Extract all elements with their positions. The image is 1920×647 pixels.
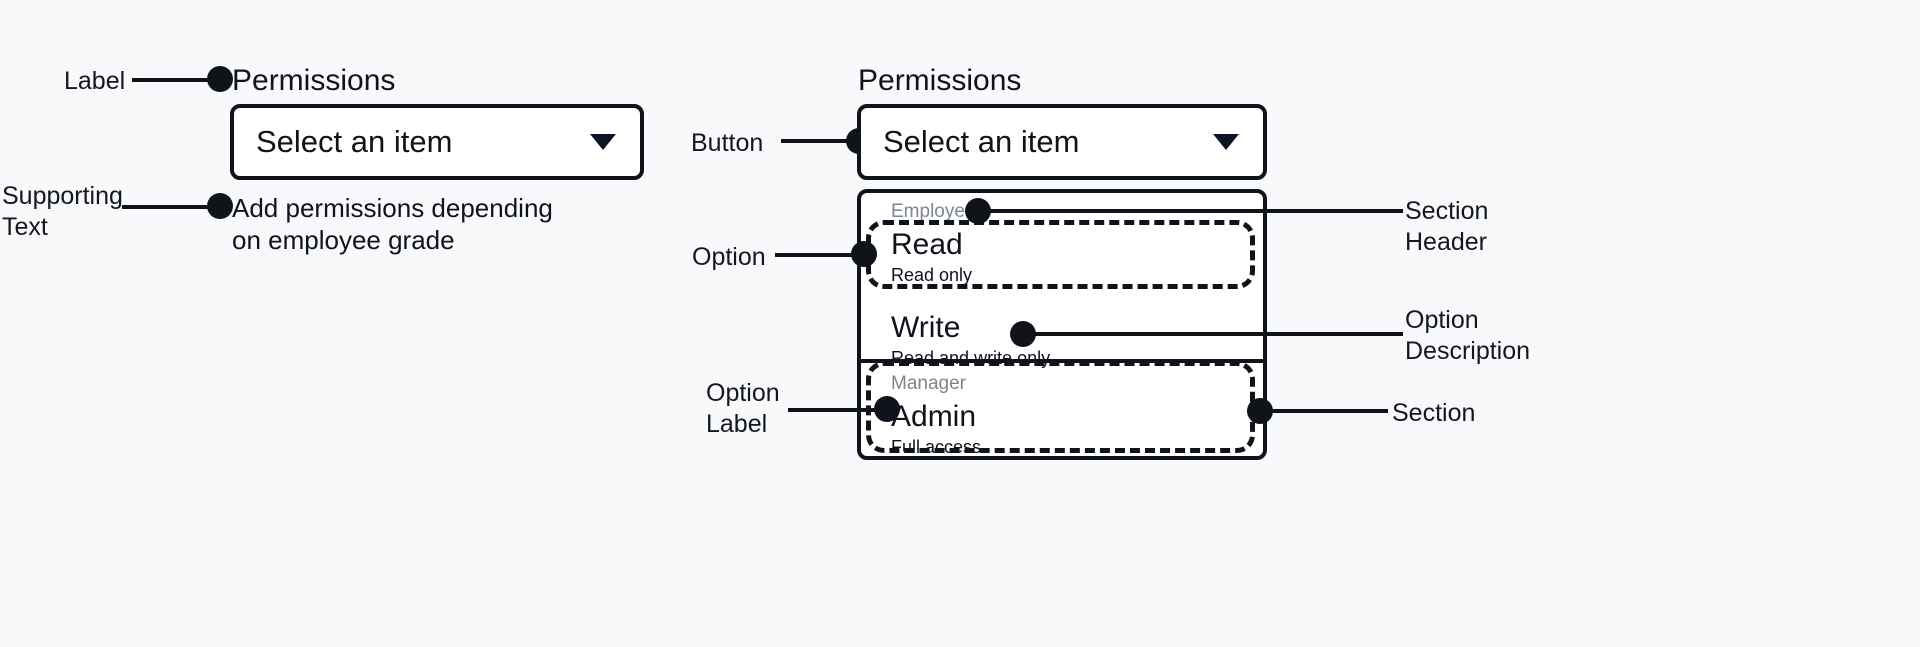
annotation-supporting-text: Supporting Text: [2, 182, 123, 241]
annotation-option: Option: [692, 243, 766, 271]
menu-section-employees: Employees Read Read only Write Read and …: [861, 193, 1263, 368]
permissions-field-label-right: Permissions: [858, 64, 1022, 97]
menu-option-read[interactable]: Read Read only: [861, 225, 1263, 296]
chevron-down-icon: [590, 134, 616, 150]
option-description-admin: Full access: [891, 437, 982, 457]
select-button-right[interactable]: Select an item: [857, 104, 1267, 180]
option-label-read: Read: [891, 228, 963, 261]
leader-dot-label: [207, 66, 233, 92]
leader-line-button: [781, 139, 861, 143]
select-button-value-right: Select an item: [883, 124, 1080, 159]
annotation-option-label: Option Label: [706, 379, 780, 438]
leader-line-label: [132, 78, 220, 82]
leader-line-supporting-text: [122, 205, 220, 209]
permissions-supporting-text: Add permissions depending on employee gr…: [232, 193, 553, 255]
annotation-label: Label: [64, 67, 126, 95]
section-header-employees: Employees: [891, 201, 985, 222]
annotation-section-header: Section Header: [1405, 197, 1489, 256]
menu-option-admin[interactable]: Admin Full access: [861, 397, 1263, 457]
leader-line-section: [1268, 409, 1388, 413]
leader-dot-option-description: [1010, 321, 1036, 347]
chevron-down-icon-right: [1213, 134, 1239, 150]
leader-dot-option-label: [874, 396, 900, 422]
leader-line-option-label: [788, 408, 886, 412]
leader-line-option-description: [1025, 332, 1403, 336]
option-label-write: Write: [891, 311, 961, 344]
annotation-option-description: Option Description: [1405, 306, 1531, 365]
annotation-section: Section: [1392, 399, 1476, 427]
leader-dot-section-header: [965, 198, 991, 224]
leader-line-section-header: [973, 209, 1403, 213]
select-button-value: Select an item: [256, 124, 453, 159]
permissions-field-label: Permissions: [232, 64, 396, 97]
permissions-menu-panel[interactable]: Employees Read Read only Write Read and …: [857, 189, 1267, 460]
section-header-manager: Manager: [891, 373, 966, 394]
annotation-button: Button: [691, 129, 764, 157]
menu-section-manager: Manager Admin Full access: [861, 359, 1263, 457]
option-description-read: Read only: [891, 265, 973, 285]
leader-dot-supporting-text: [207, 193, 233, 219]
leader-line-option: [775, 253, 861, 257]
select-button-left[interactable]: Select an item: [230, 104, 644, 180]
leader-dot-option: [851, 241, 877, 267]
option-label-admin: Admin: [891, 400, 977, 433]
